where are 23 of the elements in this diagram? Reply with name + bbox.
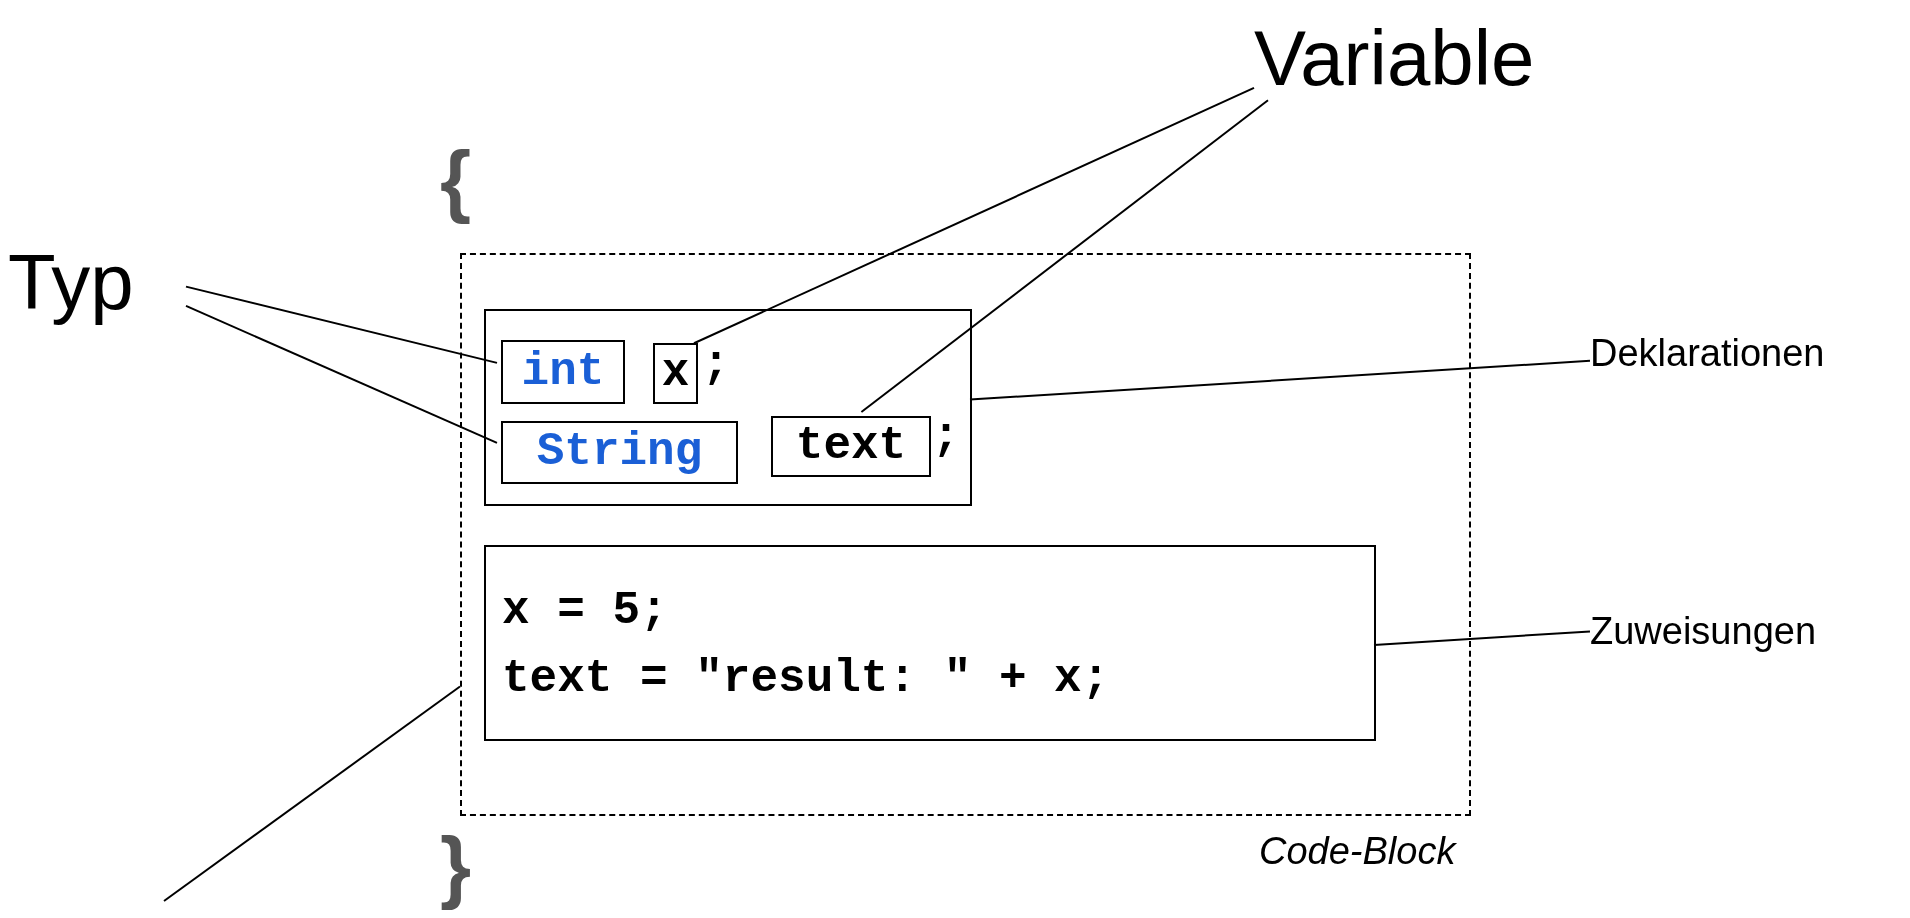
leader-line bbox=[185, 285, 498, 364]
code-line: text = "result: " + x; bbox=[502, 653, 1110, 705]
leader-line bbox=[969, 359, 1591, 401]
variable-name: x bbox=[653, 343, 698, 404]
assignment-box bbox=[484, 545, 1376, 741]
callout-label: Typ bbox=[8, 236, 186, 328]
type-keyword: String bbox=[501, 421, 738, 484]
leader-line bbox=[185, 304, 498, 444]
dashed-block-frame bbox=[460, 253, 1471, 816]
leader-line bbox=[163, 685, 461, 902]
callout-label: Zuweisungen bbox=[1590, 609, 1890, 654]
callout-label: Variable bbox=[1254, 14, 1604, 102]
semicolon: ; bbox=[702, 339, 730, 391]
leader-line bbox=[860, 99, 1269, 413]
leader-line bbox=[1373, 630, 1591, 646]
variable-name: text bbox=[771, 416, 931, 477]
code-line: x = 5; bbox=[502, 585, 668, 637]
declaration-box bbox=[484, 309, 972, 506]
block-caption: Code-Block bbox=[1259, 830, 1456, 873]
callout-label: Deklarationen bbox=[1590, 329, 1900, 378]
type-keyword: int bbox=[501, 340, 625, 404]
leader-line bbox=[693, 86, 1255, 345]
semicolon: ; bbox=[932, 411, 960, 463]
